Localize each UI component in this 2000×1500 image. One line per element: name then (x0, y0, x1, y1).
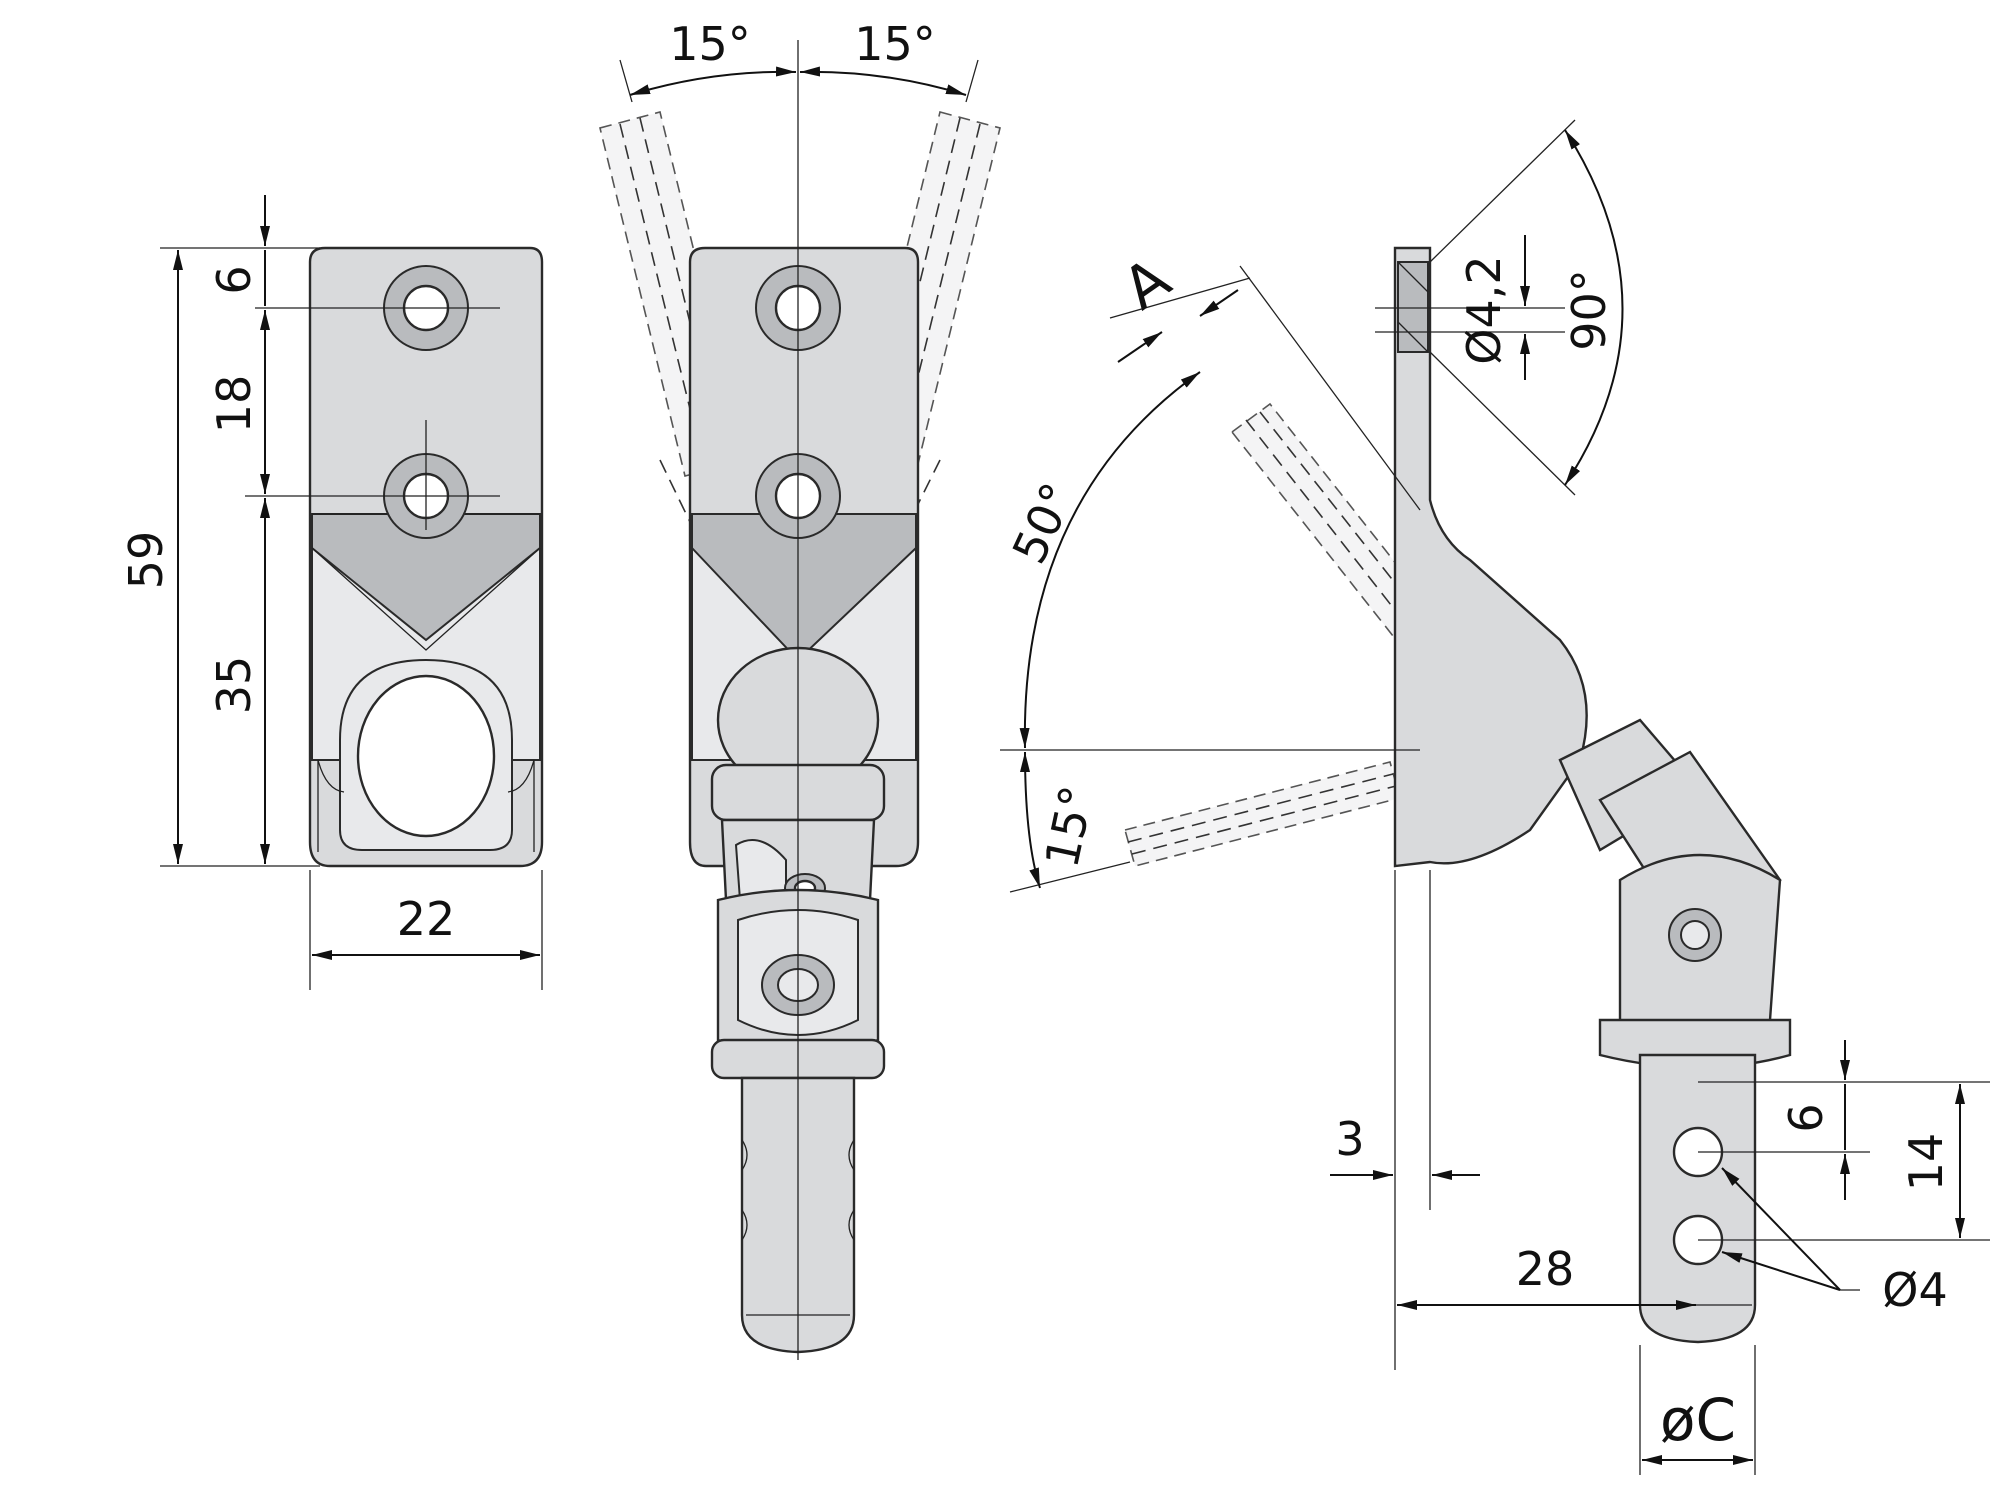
dim-top-offset: 6 (207, 265, 261, 294)
side-view: A Ø4,2 90° 50° 15° 3 28 6 (1000, 119, 1990, 1475)
dim-pin-diameter: øC (1660, 1386, 1736, 1454)
dim-swing-down: 15° (1034, 781, 1104, 872)
dim-pin-hole-diameter: Ø4 (1882, 1263, 1947, 1317)
dim-swing-up: 50° (1002, 475, 1085, 572)
dim-pin-hole-span: 14 (1899, 1133, 1953, 1192)
dim-pin-hole-offset: 6 (1779, 1103, 1833, 1132)
swing-view: 15° 15° (599, 17, 1001, 1360)
dim-swing-left: 15° (669, 17, 751, 71)
dim-width: 22 (397, 892, 456, 946)
front-bracket-body (308, 246, 544, 868)
front-view: 59 6 18 35 22 (119, 195, 544, 990)
dim-plate-thickness: 3 (1335, 1112, 1364, 1166)
dim-reach: 28 (1516, 1242, 1575, 1296)
dim-lower-height: 35 (207, 656, 261, 715)
dim-hole-spacing: 18 (207, 375, 261, 434)
dim-swing-right: 15° (854, 17, 936, 71)
dim-countersink-angle: 90° (1562, 269, 1616, 351)
side-plate (1393, 246, 1588, 868)
dim-hole-diameter: Ø4,2 (1457, 255, 1511, 364)
side-joint (1558, 718, 1792, 1069)
side-pin (1638, 1053, 1757, 1344)
dim-height-total: 59 (119, 531, 173, 590)
detail-label: A (1111, 244, 1183, 323)
ghost-pin-lower (1124, 761, 1401, 867)
